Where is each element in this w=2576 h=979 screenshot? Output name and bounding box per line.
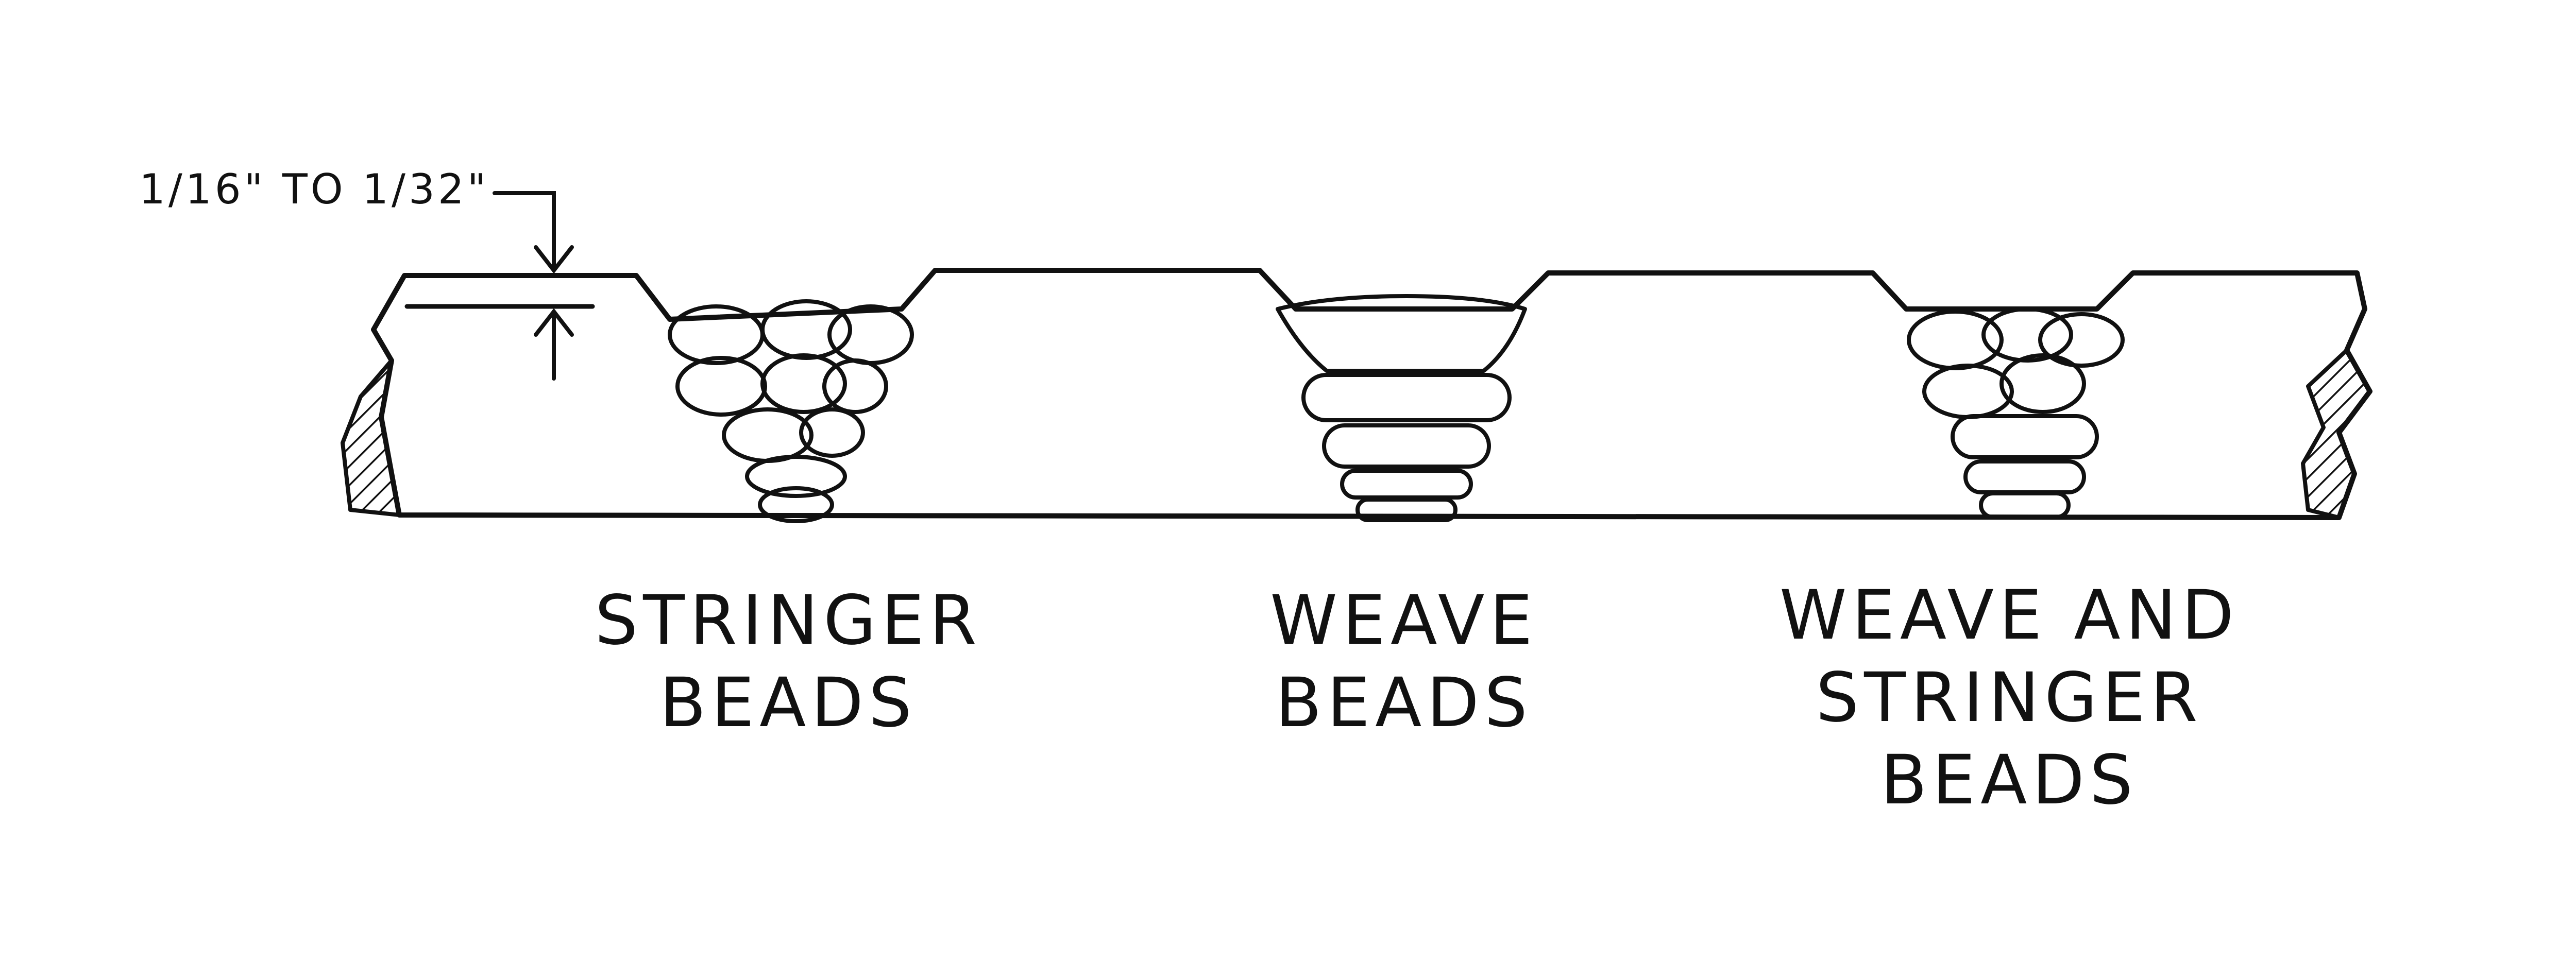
weave-and-stringer-beads-label: WEAVE AND STRINGER BEADS (1777, 574, 2241, 821)
weave-and-stringer-beads-label-line-2: STRINGER (1816, 658, 2203, 737)
weave-beads-label: WEAVE BEADS (1224, 579, 1584, 744)
weave-and-stringer-beads-weld (1907, 307, 2125, 519)
weave-and-stringer-beads-label-line-1: WEAVE AND (1779, 576, 2240, 655)
dimension-leader-line (493, 191, 556, 272)
stringer-beads-weld (668, 299, 914, 523)
plate-outline (371, 268, 2372, 520)
left-break-hatch (341, 358, 401, 517)
dimension-label: 1/16" TO 1/32" (139, 165, 489, 213)
stringer-beads-label-line-2: BEADS (659, 663, 917, 743)
weave-beads-label-line-2: BEADS (1275, 663, 1533, 743)
dimension-arrow-down-icon (534, 245, 574, 274)
weave-beads-label-line-1: WEAVE (1270, 581, 1538, 660)
right-break-hatch (2301, 348, 2372, 520)
dimension-marker (404, 191, 595, 381)
stringer-beads-label-line-1: STRINGER (595, 581, 982, 660)
stringer-beads-label: STRINGER BEADS (592, 579, 984, 744)
weave-beads-weld (1276, 294, 1527, 522)
weave-and-stringer-beads-label-line-3: BEADS (1880, 741, 2138, 820)
